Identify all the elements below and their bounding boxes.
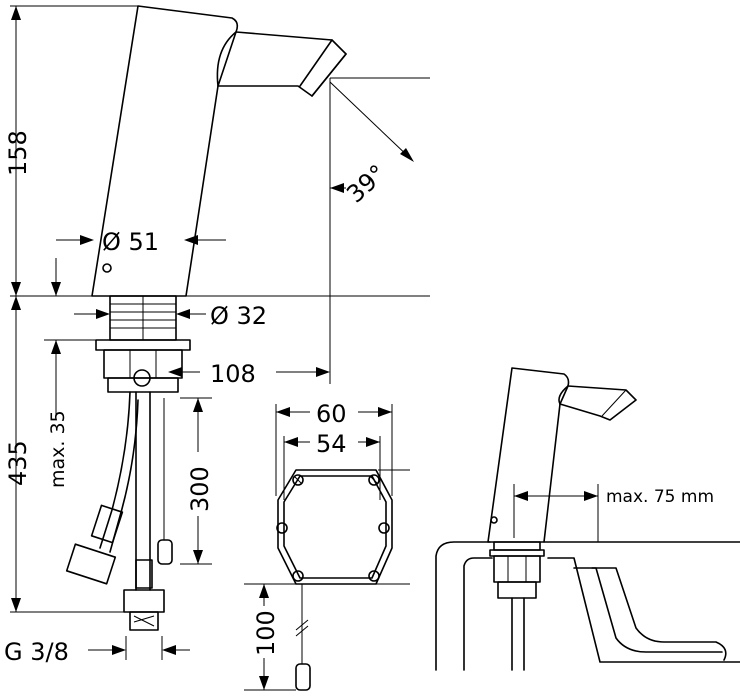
installed-faucet-body: [487, 367, 570, 543]
faucet-body: [91, 5, 239, 297]
washer: [95, 339, 191, 351]
cable-plug: [157, 539, 173, 565]
label-100: 100: [252, 610, 280, 656]
label-39-deg: 39°: [341, 159, 391, 208]
label-max-75: max. 75 mm: [606, 487, 714, 507]
label-dia-32: Ø 32: [210, 302, 267, 330]
dimension-lines: [10, 5, 430, 660]
label-435: 435: [4, 440, 32, 486]
label-54: 54: [316, 430, 347, 458]
set-screw: [102, 263, 112, 273]
label-dia-51: Ø 51: [102, 228, 159, 256]
faucet-side-view: [65, 5, 347, 631]
strainer: [129, 611, 159, 631]
label-60: 60: [316, 400, 347, 428]
box-cable-plug: [295, 663, 311, 691]
faucet-spout: [217, 31, 347, 97]
basin-outline: [435, 541, 740, 671]
label-158: 158: [4, 130, 32, 176]
connection-nut: [123, 589, 165, 613]
label-108: 108: [210, 360, 256, 388]
installed-view: [435, 367, 740, 671]
flexible-hose: [99, 391, 139, 553]
label-g-3-8: G 3/8: [4, 638, 69, 666]
fixing-nut: [103, 349, 183, 379]
label-300: 300: [186, 466, 214, 512]
control-box: [244, 404, 410, 691]
label-max-35: max. 35: [47, 410, 69, 488]
